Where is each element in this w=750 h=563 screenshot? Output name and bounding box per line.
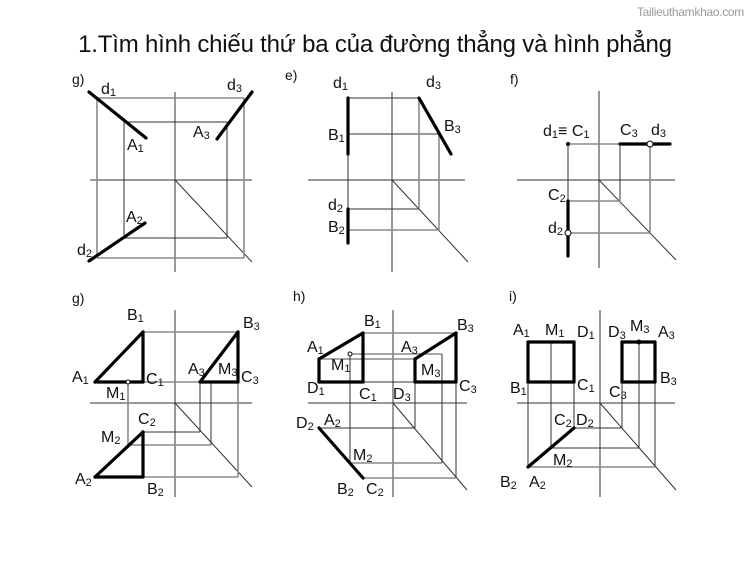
point-label: d3 [426,74,441,92]
panel-tag: h) [293,288,305,304]
point-label: D1 [577,324,595,342]
projection-segment [413,331,458,361]
point-marker [566,142,570,146]
point-label: D3 [608,324,626,342]
point-label: C3 [459,378,477,396]
point-label: C1 [146,371,164,389]
point-label: M2 [353,447,372,465]
page-title: 1.Tìm hình chiếu thứ ba của đường thẳng … [78,31,672,58]
panel-tag: f) [510,71,519,87]
point-label: B1 [510,380,527,398]
point-marker [347,351,353,357]
point-label: B3 [243,315,260,333]
point-label: B2 [337,481,354,499]
point-label: A1 [307,339,324,357]
point-label: C3 [620,122,638,140]
point-label: B2 [147,481,164,499]
point-label: B1 [328,127,345,145]
point-label: B2 [328,219,345,237]
point-label: M1 [106,385,125,403]
projection-segment [87,90,148,140]
point-label: C3 [241,369,259,387]
point-label: B3 [660,370,677,388]
panel-tag: g) [72,290,84,306]
point-label: A3 [401,339,418,357]
point-label: A3 [658,324,675,342]
point-label: C1 [359,386,377,404]
construction-line [599,402,677,491]
point-label: d2 [77,242,92,260]
point-label: M1 [331,357,350,375]
construction-line [391,179,469,263]
point-marker [646,140,654,148]
point-marker [125,379,131,385]
point-label: A3 [188,361,205,379]
panel-tag: g) [72,71,84,87]
point-label: A3 [193,124,210,142]
point-label: B1 [127,307,144,325]
projection-segment [93,430,145,479]
point-label: C2 [138,411,156,429]
projection-segment [417,96,453,156]
projection-segment [317,331,365,361]
point-label: d2 [328,197,343,215]
point-label: D1 [307,380,325,398]
point-label: d1≡ C1 [543,123,590,141]
construction-line [174,402,253,488]
point-label: C2 [554,412,572,430]
point-label: B3 [457,317,474,335]
point-label: C1 [577,377,595,395]
point-label: M2 [101,429,120,447]
point-marker [564,229,572,237]
construction-line [174,179,253,263]
point-label: A1 [513,322,530,340]
point-label: B2 [500,474,517,492]
point-label: A1 [127,137,144,155]
point-label: A2 [75,471,92,489]
point-label: D3 [393,386,411,404]
panel-tag: i) [509,288,517,304]
point-label: C2 [548,187,566,205]
projection-segment [526,426,576,469]
panel-tag: e) [285,67,297,83]
point-label: D2 [296,415,314,433]
point-label: d3 [651,122,666,140]
point-label: d2 [548,220,563,238]
construction-line [598,179,677,261]
point-label: C3 [609,384,627,402]
projection-segment [215,90,254,141]
point-label: d1 [101,81,116,99]
point-label: M2 [553,452,572,470]
point-marker [636,339,642,345]
point-label: M3 [630,318,649,336]
point-label: B1 [364,313,381,331]
projection-segment [87,221,147,263]
point-label: A1 [72,369,89,387]
watermark: Tailieuthamkhao.com [636,5,744,19]
point-label: M3 [218,361,237,379]
construction-line [392,402,468,491]
point-label: A2 [324,412,341,430]
point-label: M3 [421,362,440,380]
point-label: d3 [227,77,242,95]
point-label: D2 [576,412,594,430]
projection-segment [317,426,365,480]
point-label: A2 [529,474,546,492]
point-label: A2 [126,209,143,227]
projection-segment [198,330,240,384]
point-label: M1 [545,322,564,340]
point-label: C2 [366,481,384,499]
point-label: B3 [444,118,461,136]
point-label: d1 [333,75,348,93]
projection-segment [93,330,145,384]
